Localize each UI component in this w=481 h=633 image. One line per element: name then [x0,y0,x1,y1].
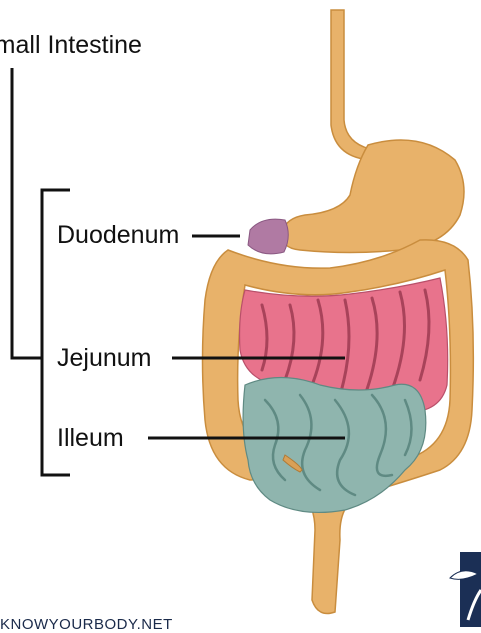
jejunum-label: Jejunum [57,346,152,371]
stomach [282,140,464,253]
title-connector [12,68,42,358]
diagram-title: Small Intestine [0,33,142,58]
ileum [243,378,426,513]
esophagus [331,10,375,160]
gallbladder [248,219,288,254]
duodenum-label: Duodenum [57,223,179,248]
illeum-label: Illeum [57,426,124,451]
logo [450,552,481,627]
watermark-text: KNOWYOURBODY.NET [0,617,173,632]
